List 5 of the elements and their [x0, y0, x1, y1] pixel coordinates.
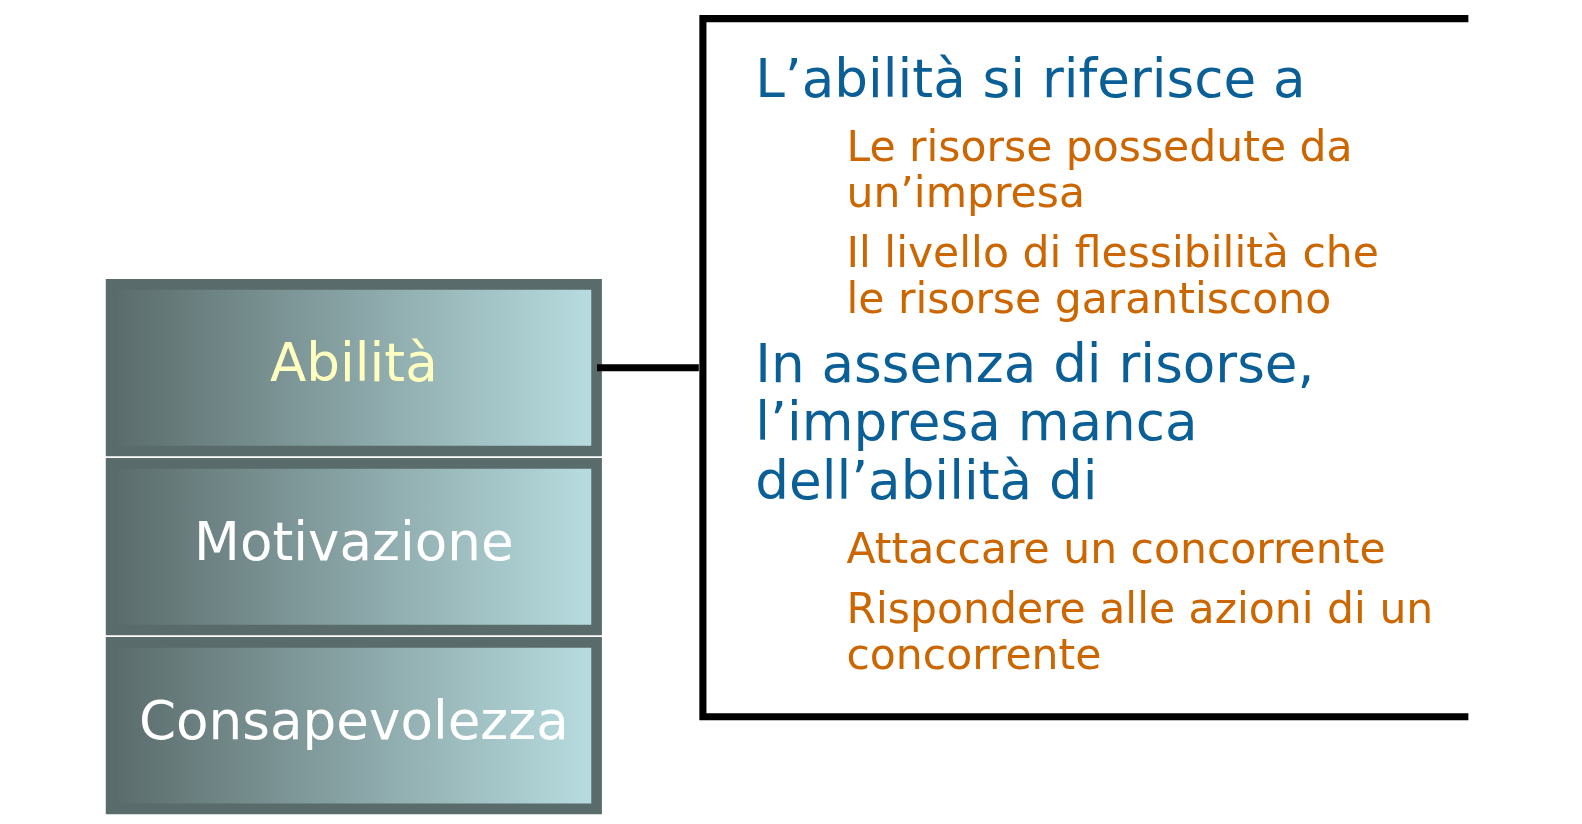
connector [596, 364, 699, 372]
node-text: L’abilità si riferisce a Le risorse possedute da un’impresa Il livello di flessibilità che le risorse garantiscono In assenza di risorse, l’impresa manca dell’abilità di Attaccare un concorrente Rispondere alle azioni di un concorrente [754, 47, 1433, 680]
node-box: Motivazione [105, 458, 602, 636]
node-box: Consapevolezza [105, 637, 602, 815]
node-box: Abilità [105, 279, 602, 457]
